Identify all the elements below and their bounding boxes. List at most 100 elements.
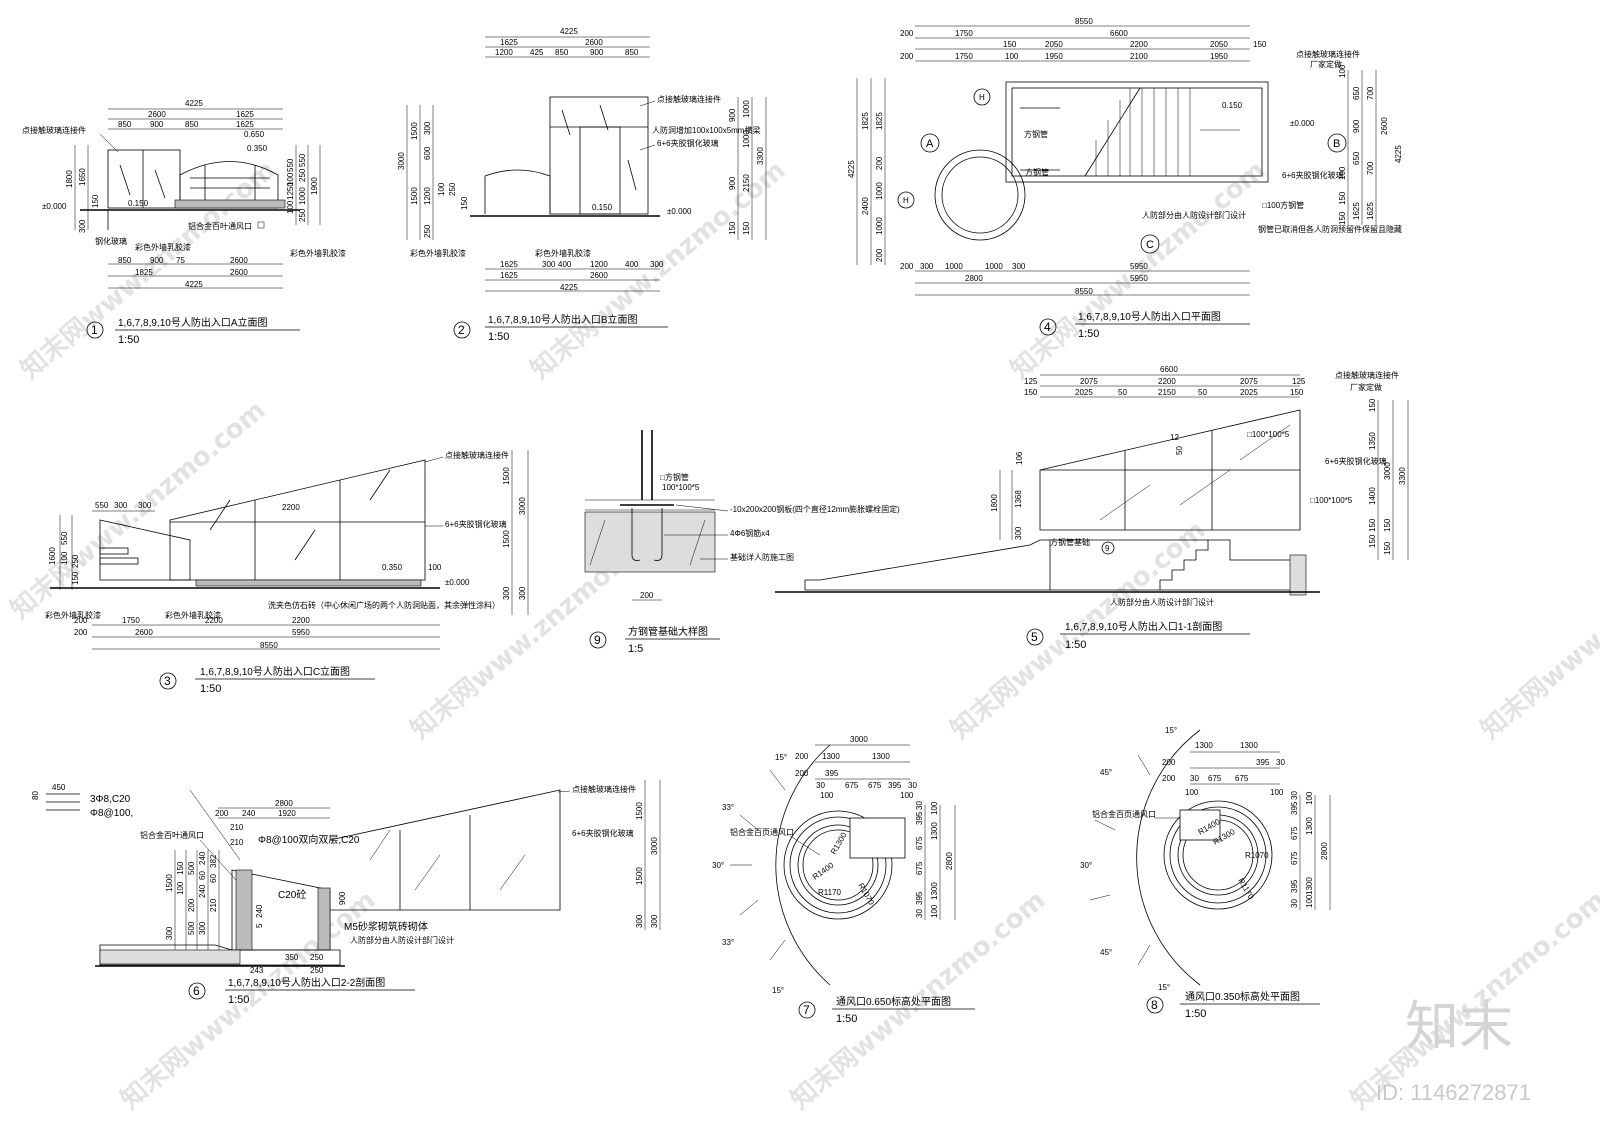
dim: 250: [298, 168, 307, 182]
dim: 300: [650, 914, 659, 928]
dim: 675: [1235, 774, 1249, 783]
dim: 1300: [1195, 741, 1213, 750]
level: ±0.000: [1290, 119, 1315, 128]
dim: 700: [1366, 86, 1375, 100]
dim: 6600: [1110, 29, 1128, 38]
angle: 33°: [722, 803, 734, 812]
dim: 30: [915, 909, 924, 918]
dim: 850: [555, 48, 569, 57]
dim: 30: [1276, 758, 1285, 767]
dim: 700: [1366, 161, 1375, 175]
dim: 4225: [185, 99, 203, 108]
drawing-title: 1,6,7,8,9,10号人防出入口平面图: [1078, 310, 1221, 323]
dim: 2200: [1130, 40, 1148, 49]
dim: 150: [1253, 40, 1267, 49]
dim: 400: [558, 260, 572, 269]
dim: 675: [868, 781, 882, 790]
note: 100*100*5: [662, 483, 700, 492]
level: 0.150: [1222, 101, 1243, 110]
dim: 900: [728, 108, 737, 122]
drawing-scale: 1:50: [200, 683, 221, 695]
dim: 550: [286, 158, 295, 172]
dim: 300: [920, 262, 934, 271]
dim: 250: [423, 224, 432, 238]
angle: 30°: [712, 861, 724, 870]
dim: 300: [78, 219, 87, 233]
note: 点接触玻璃连接件: [22, 125, 86, 135]
dim: 100: [176, 881, 185, 895]
dim: 1625: [1366, 202, 1375, 220]
note: 点接触玻璃连接件: [1335, 370, 1399, 380]
dim: 850: [625, 48, 639, 57]
dim: 200: [875, 156, 884, 170]
dim: 200: [900, 262, 914, 271]
dim: 2600: [135, 628, 153, 637]
dim: 125: [1024, 377, 1038, 386]
drawing-3-c-elevation: 550 300 300 2200 0.350 ±0.000 100 1600 5…: [45, 450, 529, 695]
dim: 1950: [1210, 52, 1228, 61]
radius: R1070: [856, 882, 876, 907]
dim: 150: [1003, 40, 1017, 49]
note: □100*100*5: [1310, 496, 1353, 505]
drawing-title: 1,6,7,8,9,10号人防出入口2-2剖面图: [228, 976, 385, 989]
dim: 30: [1290, 899, 1299, 908]
dim: 2800: [945, 852, 954, 870]
drawing-number: 2: [458, 323, 465, 337]
watermark-text: 知末网www.znzmo.com: [5, 395, 271, 625]
dim: 2600: [230, 256, 248, 265]
dim: 300: [1014, 526, 1023, 540]
drawing-title: 方钢管基础大样图: [628, 625, 708, 638]
dim: 60: [198, 871, 207, 880]
dim: 1500: [410, 122, 419, 140]
dim: 200: [215, 809, 229, 818]
dim: 1625: [500, 271, 518, 280]
dim: 150: [1368, 398, 1377, 412]
dim: 1000: [875, 182, 884, 200]
drawing-number: 3: [164, 674, 171, 688]
dim: 1920: [278, 809, 296, 818]
note: □100*100*5: [1247, 430, 1290, 439]
level: 0.650: [244, 130, 265, 139]
dim: 240: [198, 884, 207, 898]
dim: 1625: [1352, 202, 1361, 220]
dim: 900: [1352, 119, 1361, 133]
dim: 1625: [500, 38, 518, 47]
dim: 300: [423, 121, 432, 135]
note: □方钢管: [660, 472, 689, 482]
dim: 2600: [230, 268, 248, 277]
dim: 100: [1338, 64, 1347, 78]
dim: 675: [1290, 826, 1299, 840]
dim: 1250: [286, 182, 295, 200]
stairs: [1095, 88, 1191, 176]
dim: 243: [250, 966, 264, 975]
dim: 200: [1162, 758, 1176, 767]
dim: 2025: [1075, 388, 1093, 397]
dim: 100: [60, 551, 69, 565]
dim: 1200: [495, 48, 513, 57]
dim: 650: [1352, 151, 1361, 165]
dim: 550: [60, 531, 69, 545]
dim: 1625: [500, 260, 518, 269]
dim: 1300: [930, 882, 939, 900]
note: 彩色外墙乳胶漆: [165, 610, 221, 620]
dim: 300: [198, 921, 207, 935]
dim: 1300: [1240, 741, 1258, 750]
dim: 2200: [1158, 377, 1176, 386]
drawing-title: 1,6,7,8,9,10号人防出入口1-1剖面图: [1065, 620, 1222, 633]
watermark-text: 知末网www.znzmo.com: [1475, 515, 1600, 745]
dim: 300: [138, 501, 152, 510]
note: Φ8@100双向双层,C20: [258, 833, 360, 846]
note: 方钢管: [1025, 167, 1049, 177]
drawing-4-plan: 8550 6600 1750 200 150 2050 2200 2050 15…: [847, 17, 1403, 340]
dim: 150: [176, 861, 185, 875]
dim: 240: [255, 904, 264, 918]
dim: 1750: [122, 616, 140, 625]
drawing-scale: 1:50: [118, 334, 139, 346]
dim: 100: [1270, 788, 1284, 797]
dim: 150: [728, 221, 737, 235]
level: 0.350: [247, 144, 268, 153]
dim: 200: [640, 591, 654, 600]
dim: 1500: [502, 530, 511, 548]
dim: 150: [742, 221, 751, 235]
dim: 100: [1338, 166, 1347, 180]
